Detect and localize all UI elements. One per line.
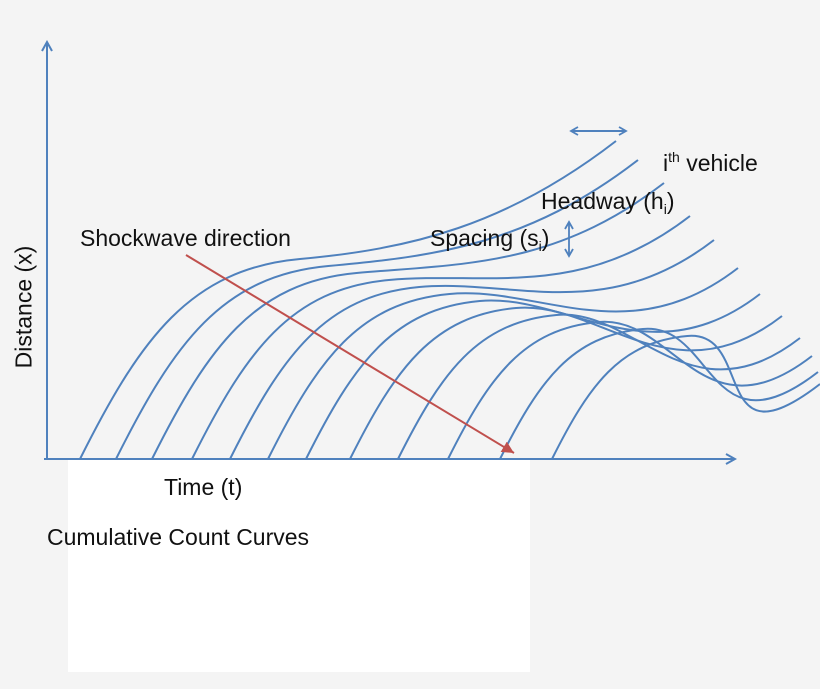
y-axis-label: Distance (x) (10, 245, 37, 369)
vehicle-label-text: vehicle (679, 150, 758, 176)
spacing-label-close: ) (541, 225, 550, 251)
vehicle-trajectories (79, 140, 820, 460)
vehicle-trajectory (115, 159, 639, 460)
vehicle-trajectory (551, 334, 820, 460)
x-axis-label: Time (t) (164, 474, 243, 500)
vehicle-trajectory (267, 267, 739, 460)
vehicle-trajectory (349, 306, 783, 460)
vehicle-label-sup: th (668, 149, 680, 165)
spacing-label: Spacing (si) (430, 225, 550, 254)
vehicle-label: ith vehicle (663, 149, 758, 176)
spacing-label-text: Spacing (s (430, 225, 539, 251)
vehicle-trajectory (191, 215, 691, 460)
spacing-label-sub: i (538, 238, 542, 254)
headway-label-text: Headway (h (541, 188, 664, 214)
vehicle-trajectory (151, 182, 665, 460)
diagram-caption: Cumulative Count Curves (47, 524, 310, 550)
headway-label-sub: i (663, 201, 667, 217)
headway-label-close: ) (666, 188, 675, 214)
shockwave-arrow (185, 254, 515, 454)
vehicle-trajectory (499, 327, 819, 460)
vehicle-trajectory (305, 293, 761, 460)
vehicle-trajectory (229, 239, 715, 460)
vehicle-trajectory (79, 140, 617, 460)
shockwave-label: Shockwave direction (80, 225, 291, 251)
vehicle-trajectory (447, 320, 813, 460)
headway-label: Headway (hi) (541, 188, 675, 217)
vehicle-label-prefix: i (663, 150, 669, 176)
vehicle-trajectory (397, 313, 801, 460)
caption-panel (68, 460, 530, 672)
